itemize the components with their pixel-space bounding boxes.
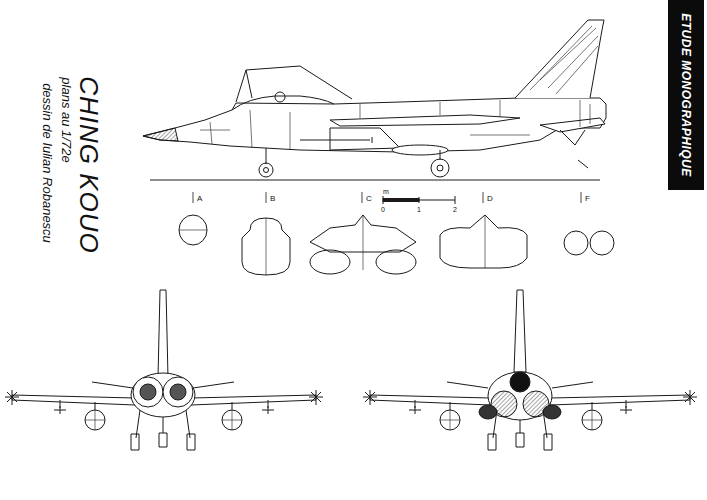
side-view-line xyxy=(431,159,449,177)
side-view-line xyxy=(200,104,590,135)
plan-title: CHING KOUO xyxy=(73,76,104,254)
side-view-line xyxy=(259,163,273,177)
front-view-line xyxy=(131,434,139,450)
rear-view-line xyxy=(582,410,602,430)
front-view-line xyxy=(85,410,105,430)
front-view-line xyxy=(85,410,105,430)
rear-view-line xyxy=(415,400,626,410)
side-view-line xyxy=(330,115,520,126)
front-view-line xyxy=(54,406,274,414)
section-letter: D xyxy=(487,194,493,203)
side-view-line xyxy=(150,180,600,181)
front-view-line xyxy=(163,377,193,407)
rear-view-line xyxy=(488,434,496,450)
scale-number: 2 xyxy=(453,206,457,213)
cross-sections-line xyxy=(310,250,350,274)
front-view-line xyxy=(60,400,268,410)
side-view-line xyxy=(143,96,606,152)
front-view-line xyxy=(187,434,195,450)
rear-view-line xyxy=(510,372,530,392)
side-view-line xyxy=(540,118,605,132)
side-view-line xyxy=(210,100,580,150)
rear-view-line xyxy=(514,290,526,372)
section-letter: A xyxy=(197,194,202,203)
side-view-line xyxy=(246,70,252,98)
rear-view-line xyxy=(544,434,552,450)
author-credit: dessin de Iulian Robanescu xyxy=(40,83,55,243)
cross-sections xyxy=(179,192,614,275)
side-view-line xyxy=(515,20,604,98)
side-view-line xyxy=(300,137,372,143)
cross-sections-line xyxy=(383,196,455,204)
cross-sections-line xyxy=(383,199,419,202)
rear-view xyxy=(363,290,697,450)
cross-sections-line xyxy=(485,215,486,268)
cross-sections-line xyxy=(179,215,207,245)
front-view-line xyxy=(158,290,168,378)
side-view-line xyxy=(330,128,400,150)
rear-view-line xyxy=(440,410,460,430)
section-letter: F xyxy=(585,194,590,203)
band-label: ETUDE MONOGRAPHIQUE xyxy=(679,13,693,177)
front-view xyxy=(5,290,323,450)
cross-sections-line xyxy=(179,230,207,231)
rear-view-line xyxy=(440,410,460,430)
rear-view-line xyxy=(582,410,602,430)
cross-sections-line xyxy=(363,215,364,270)
title-band: ETUDE MONOGRAPHIQUE xyxy=(668,0,704,190)
front-view-line xyxy=(222,410,242,430)
scale-unit: m xyxy=(383,188,389,195)
rear-view-line xyxy=(363,390,377,405)
rear-view-line xyxy=(479,405,497,419)
side-view-line xyxy=(236,66,352,102)
front-view-line xyxy=(170,384,186,400)
front-view-line xyxy=(133,377,163,407)
side-view-line xyxy=(232,103,334,110)
rear-view-line xyxy=(543,405,561,419)
front-view-line xyxy=(159,433,167,447)
front-view-line xyxy=(309,390,323,405)
rear-view-line xyxy=(488,372,552,420)
side-view-line xyxy=(266,148,267,164)
front-view-line xyxy=(140,384,156,400)
section-letter: C xyxy=(366,194,372,203)
front-view-line xyxy=(131,373,195,417)
side-view-line xyxy=(560,130,585,145)
cross-sections-line xyxy=(590,231,614,255)
scale-number: 0 xyxy=(381,206,385,213)
front-view-line xyxy=(136,410,190,438)
rear-view-line xyxy=(516,433,524,447)
side-view-line xyxy=(275,92,285,102)
cross-sections-line xyxy=(564,231,588,255)
scale-number: 1 xyxy=(417,206,421,213)
side-view-line xyxy=(437,165,443,171)
cross-sections-line xyxy=(376,250,416,274)
side-view xyxy=(143,20,606,180)
side-view-line xyxy=(530,26,598,94)
scale-note: plans au 1/72e xyxy=(59,77,74,162)
cross-sections-line xyxy=(266,218,267,275)
rear-view-line xyxy=(683,390,697,405)
side-view-line xyxy=(264,168,269,173)
rear-view-line xyxy=(493,410,547,438)
cross-sections-line xyxy=(440,215,527,268)
cross-sections-line xyxy=(242,218,290,275)
rear-view-line xyxy=(409,406,632,414)
front-view-line xyxy=(5,390,19,405)
front-view-line xyxy=(222,410,242,430)
side-view-line xyxy=(578,160,588,168)
section-letter: B xyxy=(270,194,275,203)
side-view-line xyxy=(143,128,178,141)
